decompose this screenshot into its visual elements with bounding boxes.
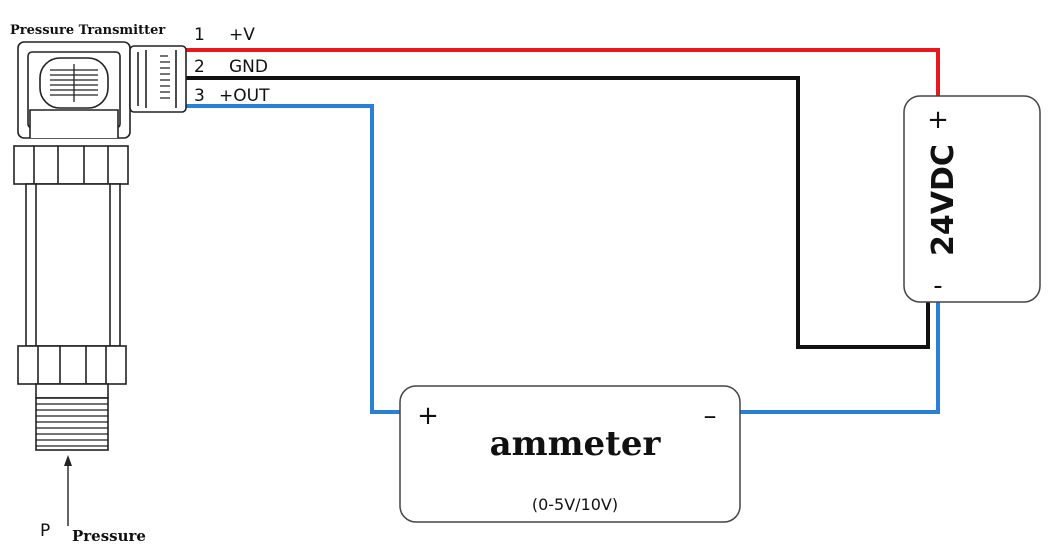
psu-plus-label: + [927, 105, 949, 135]
lower-hex-facets [37, 346, 107, 384]
pin-2-label: GND [229, 57, 268, 77]
thread [35, 397, 109, 451]
wire-signal-blue [186, 104, 400, 414]
cable-gland [129, 45, 187, 113]
pin-1-label: +V [229, 25, 255, 45]
thread-neck [35, 383, 109, 399]
wires [186, 48, 940, 414]
pin-3-number: 3 [194, 86, 205, 106]
power-supply: + - 24VDC [903, 95, 1041, 303]
connector-slots-icon [50, 64, 98, 102]
pin-3-label: +OUT [219, 86, 270, 106]
pin-labels: 1 +V 2 GND 3 +OUT [194, 25, 270, 106]
wire-return-blue [740, 300, 940, 414]
pressure-transmitter [13, 41, 187, 451]
hex-facets [33, 146, 109, 184]
psu-minus-label: - [933, 271, 942, 301]
ammeter-box [399, 385, 741, 523]
wire-positive-red [186, 48, 940, 98]
lower-hex [17, 345, 127, 385]
pressure-arrow-icon [64, 455, 72, 526]
connector-base [29, 109, 119, 138]
gland-thread [160, 55, 170, 99]
transmitter-title: Pressure Transmitter [10, 23, 165, 38]
pin-2-number: 2 [194, 57, 205, 77]
ammeter-minus-label: – [704, 401, 717, 431]
ammeter-range: (0-5V/10V) [532, 495, 618, 514]
ammeter-plus-label: + [417, 401, 439, 431]
hex-nut [13, 145, 129, 185]
power-supply-box [903, 95, 1041, 303]
psu-voltage-label: 24VDC [926, 144, 961, 256]
gland-ridges [137, 50, 177, 108]
ammeter: + – ammeter (0-5V/10V) [399, 385, 741, 523]
body-cylinder [25, 183, 121, 347]
pressure-symbol: P [40, 521, 50, 541]
ammeter-title: ammeter [490, 424, 662, 464]
thread-lines [36, 403, 108, 447]
wire-ground-black [186, 76, 930, 349]
pressure-label: Pressure [72, 527, 146, 545]
pin-1-number: 1 [194, 25, 205, 45]
